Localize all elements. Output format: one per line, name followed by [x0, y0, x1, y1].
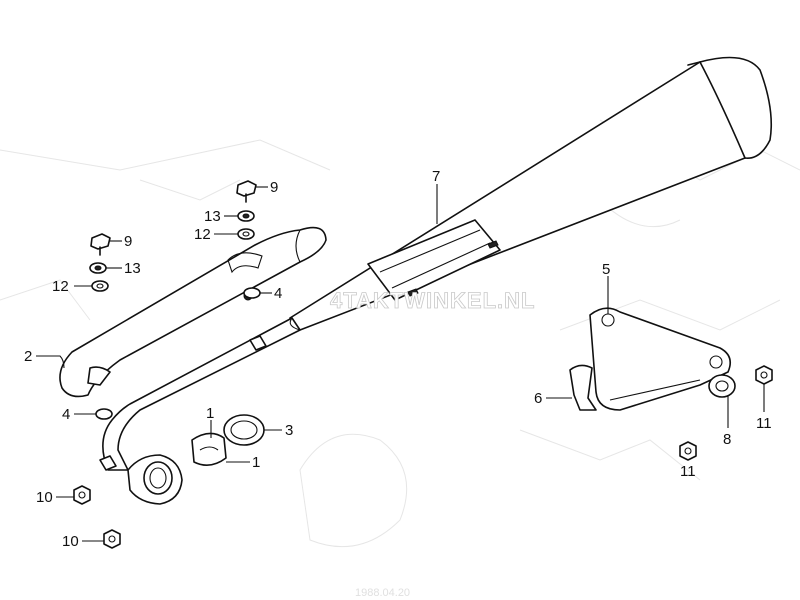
bolt-part-9b: [90, 233, 111, 256]
stud-bracket-part-6: [569, 364, 597, 411]
callout-7: 7: [432, 168, 440, 185]
callout-11-right: 11: [756, 415, 772, 432]
callout-9-lower: 9: [124, 233, 132, 250]
muffler-part-7: [289, 56, 773, 331]
callout-2: 2: [24, 348, 32, 365]
background-date-text: 1988.04.20: [355, 587, 410, 599]
washer-part-13a: [237, 210, 255, 222]
collar-part-12b: [91, 280, 109, 292]
bolt-part-9a: [236, 180, 257, 203]
callout-1-upper: 1: [206, 405, 214, 422]
nut-part-4a: [243, 287, 261, 299]
callout-12-lower: 12: [52, 278, 69, 295]
heat-shield-part-2: [59, 226, 327, 398]
nut-part-10a: [73, 485, 91, 505]
nut-part-4b: [95, 408, 113, 420]
callout-12-upper: 12: [194, 226, 211, 243]
callout-8: 8: [723, 431, 731, 448]
nut-part-10b: [103, 529, 121, 549]
nut-part-11b: [679, 441, 697, 461]
gasket-part-3: [223, 414, 265, 446]
bracket-part-5: [589, 307, 731, 411]
callout-3: 3: [285, 422, 293, 439]
callout-4-upper: 4: [274, 285, 282, 302]
rubber-bush-part-8: [708, 374, 736, 398]
collet-part-1: [191, 432, 227, 466]
callout-11-lower: 11: [680, 463, 696, 480]
exhaust-flange: [127, 454, 183, 505]
callout-1-lower: 1: [252, 454, 260, 471]
collar-part-12a: [237, 228, 255, 240]
watermark-text: 4TAKTWINKEL.NL: [330, 288, 535, 313]
callout-4-lower: 4: [62, 406, 70, 423]
nut-part-11a: [755, 365, 773, 385]
callout-13-upper: 13: [204, 208, 221, 225]
callout-9-upper: 9: [270, 179, 278, 196]
leader-lines: [36, 184, 765, 542]
washer-part-13b: [89, 262, 107, 274]
callout-5: 5: [602, 261, 610, 278]
callout-13-lower: 13: [124, 260, 141, 277]
exhaust-header-pipe: [99, 317, 301, 471]
callout-10-upper: 10: [36, 489, 53, 506]
callout-10-lower: 10: [62, 533, 79, 550]
callout-6: 6: [534, 390, 542, 407]
